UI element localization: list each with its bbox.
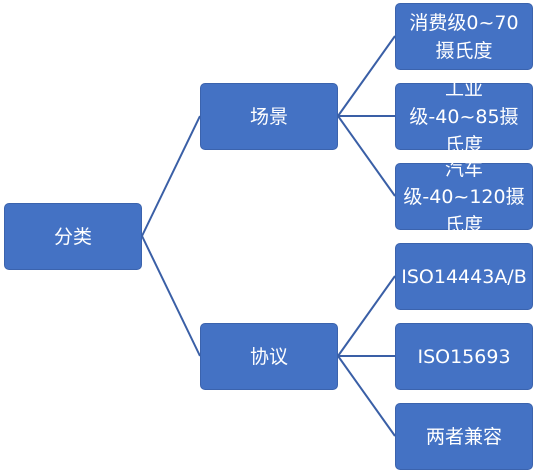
leaf-node-automotive-grade: 汽车级-40~120摄氏度: [395, 158, 533, 236]
leaf-node-consumer-grade: 消费级0~70摄氏度: [395, 3, 533, 70]
leaf-node-iso14443: ISO14443A/B: [395, 243, 533, 310]
leaf-node-label: ISO14443A/B: [401, 265, 527, 288]
leaf-node-iso15693: ISO15693: [395, 323, 533, 390]
root-node-label: 分类: [53, 225, 92, 248]
connector-scene-to-auto: [337, 115, 396, 197]
root-node-classification: 分类: [4, 203, 142, 270]
connector-root-to-scene: [141, 115, 201, 237]
branch-node-scene: 场景: [200, 83, 338, 150]
branch-node-label: 协议: [249, 345, 288, 368]
connector-scene-to-consumer: [337, 35, 396, 117]
connector-root-to-protocol: [141, 235, 201, 357]
leaf-node-label: 两者兼容: [425, 425, 502, 448]
branch-node-protocol: 协议: [200, 323, 338, 390]
leaf-node-industrial-grade: 工业级-40~85摄氏度: [395, 78, 533, 156]
leaf-node-label: 消费级0~70摄氏度: [409, 11, 519, 62]
leaf-node-label: 汽车级-40~120摄氏度: [403, 157, 525, 236]
leaf-node-both-compatible: 两者兼容: [395, 403, 533, 470]
leaf-node-label: 工业级-40~85摄氏度: [409, 77, 519, 156]
connector-protocol-to-iso14443: [337, 275, 396, 357]
connector-protocol-to-both: [337, 355, 396, 437]
leaf-node-label: ISO15693: [417, 345, 511, 368]
branch-node-label: 场景: [249, 105, 288, 128]
